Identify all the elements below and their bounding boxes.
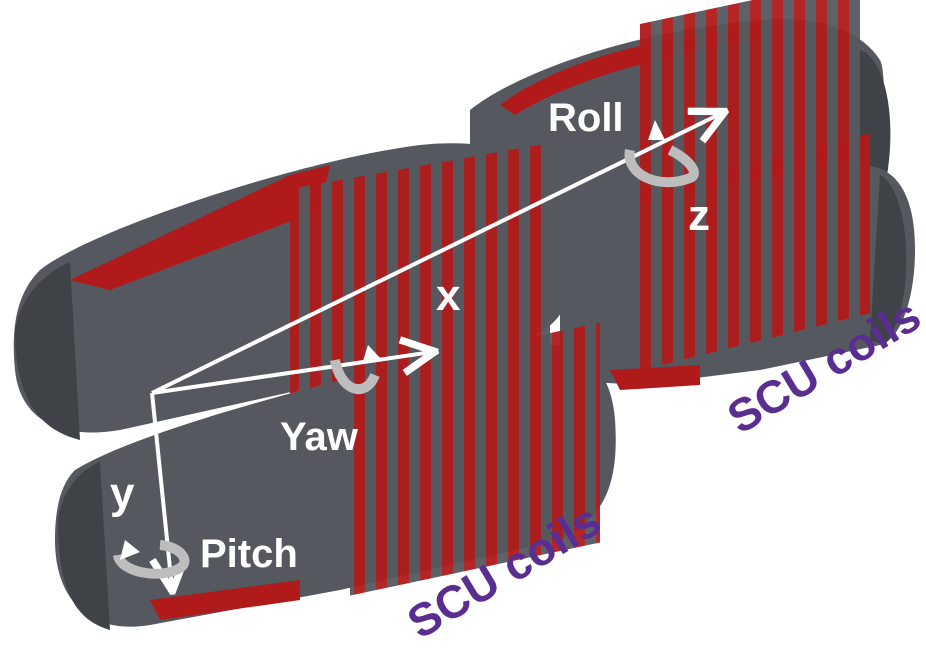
pitch-label: Pitch [200, 532, 298, 576]
z-axis-label: z [688, 191, 710, 240]
upper-front-core [13, 143, 576, 440]
yaw-rotation-icon [330, 345, 382, 395]
lower-front-core [55, 322, 616, 630]
roll-label: Roll [548, 96, 624, 140]
y-axis-arrow [152, 392, 172, 588]
y-axis-label: y [110, 469, 135, 518]
roll-rotation-icon [624, 120, 699, 188]
lower-back-core [560, 133, 915, 390]
yaw-label: Yaw [280, 415, 359, 459]
local-x-arrow [151, 352, 432, 395]
pitch-rotation-icon [113, 540, 190, 579]
x-axis-label: x [436, 271, 461, 320]
